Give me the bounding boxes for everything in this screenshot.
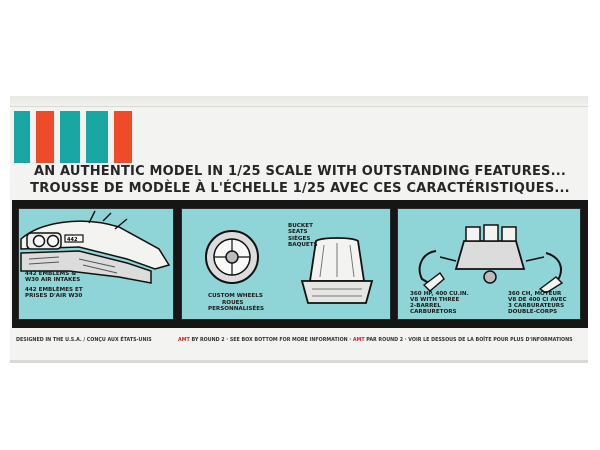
amt-logo: AMT (178, 338, 190, 343)
label-emblems-en-2: W30 AIR INTAKES (25, 277, 81, 283)
panel-engine: 360 HP, 400 CU.IN. V8 WITH THREE 2-BARRE… (397, 208, 581, 320)
racing-stripe-teal (14, 111, 30, 163)
racing-stripe-orange (36, 111, 54, 163)
designed-in-usa: DESIGNED IN THE U.S.A. / CONÇU AUX ÉTATS… (16, 338, 152, 343)
label-engine-fr-2: V8 DE 400 CI AVEC (508, 297, 567, 303)
label-engine-en-1: 360 HP, 400 CU.IN. (410, 291, 469, 297)
label-engine-en-3: 2-BARREL (410, 303, 441, 309)
racing-stripe-orange (114, 111, 132, 163)
car-front-icon: 442 (20, 210, 171, 284)
racing-stripe-teal (86, 111, 108, 163)
label-engine-fr-4: DOUBLE-CORPS (508, 309, 558, 315)
headline-french: TROUSSE DE MODÈLE À L'ÉCHELLE 1/25 AVEC … (30, 181, 570, 196)
engine-icon (418, 224, 564, 293)
box-top-edge (10, 96, 588, 108)
headline-band (10, 163, 588, 198)
panel-front-end: 442 442 EMBLEMS & W30 AIR INTAKES 442 EM… (18, 208, 174, 320)
label-seats-en-2: SEATS (288, 229, 308, 235)
credit-round2-en: AMT BY ROUND 2 · SEE BOX BOTTOM FOR MORE… (178, 338, 573, 343)
label-wheels-fr-1: ROUES (222, 300, 244, 306)
panel-wheels-seats: BUCKET SEATS SIÈGES BAQUETS CUSTOM WHEEL… (181, 208, 391, 320)
label-engine-en-4: CARBURETORS (410, 309, 457, 315)
label-seats-fr-2: BAQUETS (288, 242, 318, 248)
label-seats-en-1: BUCKET (288, 223, 313, 229)
par-round2: PAR ROUND 2 (366, 338, 404, 343)
label-engine-fr-3: 3 CARBURATEURS (508, 303, 565, 309)
see-box-bottom: · SEE BOX BOTTOM FOR MORE INFORMATION · (226, 338, 352, 343)
label-seats-fr-1: SIÈGES (288, 236, 311, 242)
label-engine-en-2: V8 WITH THREE (410, 297, 460, 303)
racing-stripe-teal (60, 111, 80, 163)
box-footer (10, 330, 588, 354)
label-emblems-fr-2: PRISES D'AIR W30 (25, 293, 83, 299)
wheel-icon (205, 230, 259, 284)
label-engine-fr-1: 360 CH, MOTEUR (508, 291, 562, 297)
label-wheels-fr-2: PERSONNALISÉES (208, 306, 265, 312)
label-emblems-en-1: 442 EMBLEMS & (25, 271, 77, 277)
bucket-seat-icon (300, 237, 374, 304)
label-wheels-en: CUSTOM WHEELS (208, 293, 263, 299)
label-emblems-fr-1: 442 EMBLÈMES ET (25, 287, 83, 293)
box-bottom-edge (10, 360, 588, 363)
svg-text:442: 442 (67, 237, 78, 243)
voir-dessous: · VOIR LE DESSOUS DE LA BOÎTE POUR PLUS … (404, 338, 573, 343)
amt-logo-fr: AMT (352, 338, 365, 343)
by-round2: BY ROUND 2 (191, 338, 225, 343)
headline-english: AN AUTHENTIC MODEL IN 1/25 SCALE WITH OU… (33, 164, 567, 179)
